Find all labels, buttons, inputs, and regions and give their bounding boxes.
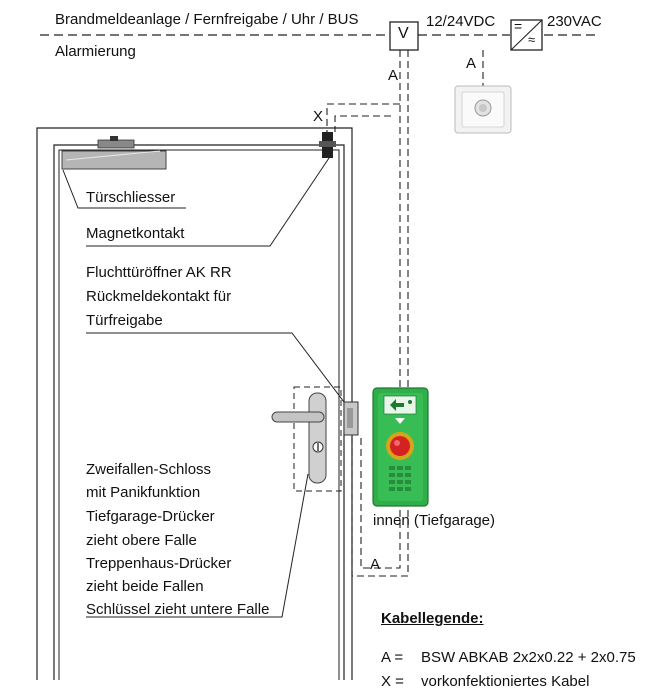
escape-opener-label-1: Fluchttüröffner AK RR <box>86 264 232 281</box>
psu-dc-symbol: = <box>514 18 523 34</box>
lock-label-1: Zweifallen-Schloss <box>86 461 212 478</box>
cable-a-label-2: A <box>466 55 477 72</box>
v-box <box>389 21 419 51</box>
power-supply-diagonal <box>510 19 543 51</box>
lock-label-7: Schlüssel zieht untere Falle <box>86 601 270 618</box>
cable-a-label-1: A <box>388 67 399 84</box>
leader-escape-opener <box>86 332 351 411</box>
door-opener-slot <box>347 408 353 428</box>
handle-plate <box>308 392 327 484</box>
escape-opener-label-3: Türfreigabe <box>86 312 163 329</box>
cable-a-opener <box>360 438 401 569</box>
magnet-contact-mount <box>319 141 336 147</box>
leader-magnet <box>86 157 330 247</box>
door-closer <box>61 150 167 170</box>
lock-label-3: Tiefgarage-Drücker <box>86 508 215 525</box>
exit-figure-icon <box>408 400 412 404</box>
legend-key-a: A = <box>381 649 404 666</box>
header-line-2: Alarmierung <box>55 43 136 60</box>
legend-key-x: X = <box>381 673 404 690</box>
door-closer-arm <box>97 139 135 149</box>
door-leaf <box>58 149 340 680</box>
handle-lever <box>271 411 325 423</box>
exit-arrow-icon <box>390 399 404 411</box>
lock-label-6: zieht beide Fallen <box>86 578 204 595</box>
wall-button-center <box>479 104 487 112</box>
v-box-label: V <box>398 25 409 42</box>
cable-x-2 <box>334 115 391 132</box>
lock-label-5: Treppenhaus-Drücker <box>86 555 232 572</box>
door-frame-outer <box>36 127 353 680</box>
emergency-button-shine <box>394 440 400 446</box>
door-closer-label: Türschliesser <box>86 189 176 206</box>
cable-a-opener-2 <box>351 438 409 577</box>
legend-value-x: vorkonfektioniertes Kabel <box>421 673 590 690</box>
cable-a-label-3: A <box>370 556 381 573</box>
leader-door-closer <box>62 169 186 209</box>
mains-label: 230VAC <box>547 13 602 30</box>
lock-label-2: mit Panikfunktion <box>86 484 201 501</box>
leader-lock <box>86 473 309 618</box>
cable-x <box>326 103 400 132</box>
header-line-1: Brandmeldeanlage / Fernfreigabe / Uhr / … <box>55 11 359 28</box>
psu-ac-symbol: ≈ <box>528 32 536 47</box>
lock-label-4: zieht obere Falle <box>86 532 197 549</box>
lock-area <box>293 386 342 492</box>
keypad <box>389 466 411 491</box>
door-closer-pivot <box>110 136 118 141</box>
terminal-label: innen (Tiefgarage) <box>373 512 496 529</box>
door-closer-highlight <box>65 150 161 161</box>
voltage-label: 12/24VDC <box>426 13 496 30</box>
escape-opener-label-2: Rückmeldekontakt für <box>86 288 232 305</box>
legend-title: Kabellegende: <box>381 610 484 627</box>
emergency-button <box>390 436 410 456</box>
legend-value-a: BSW ABKAB 2x2x0.22 + 2x0.75 <box>421 649 636 666</box>
magnet-contact-label: Magnetkontakt <box>86 225 185 242</box>
down-arrow-icon <box>395 418 405 424</box>
cable-x-label: X <box>313 108 324 125</box>
